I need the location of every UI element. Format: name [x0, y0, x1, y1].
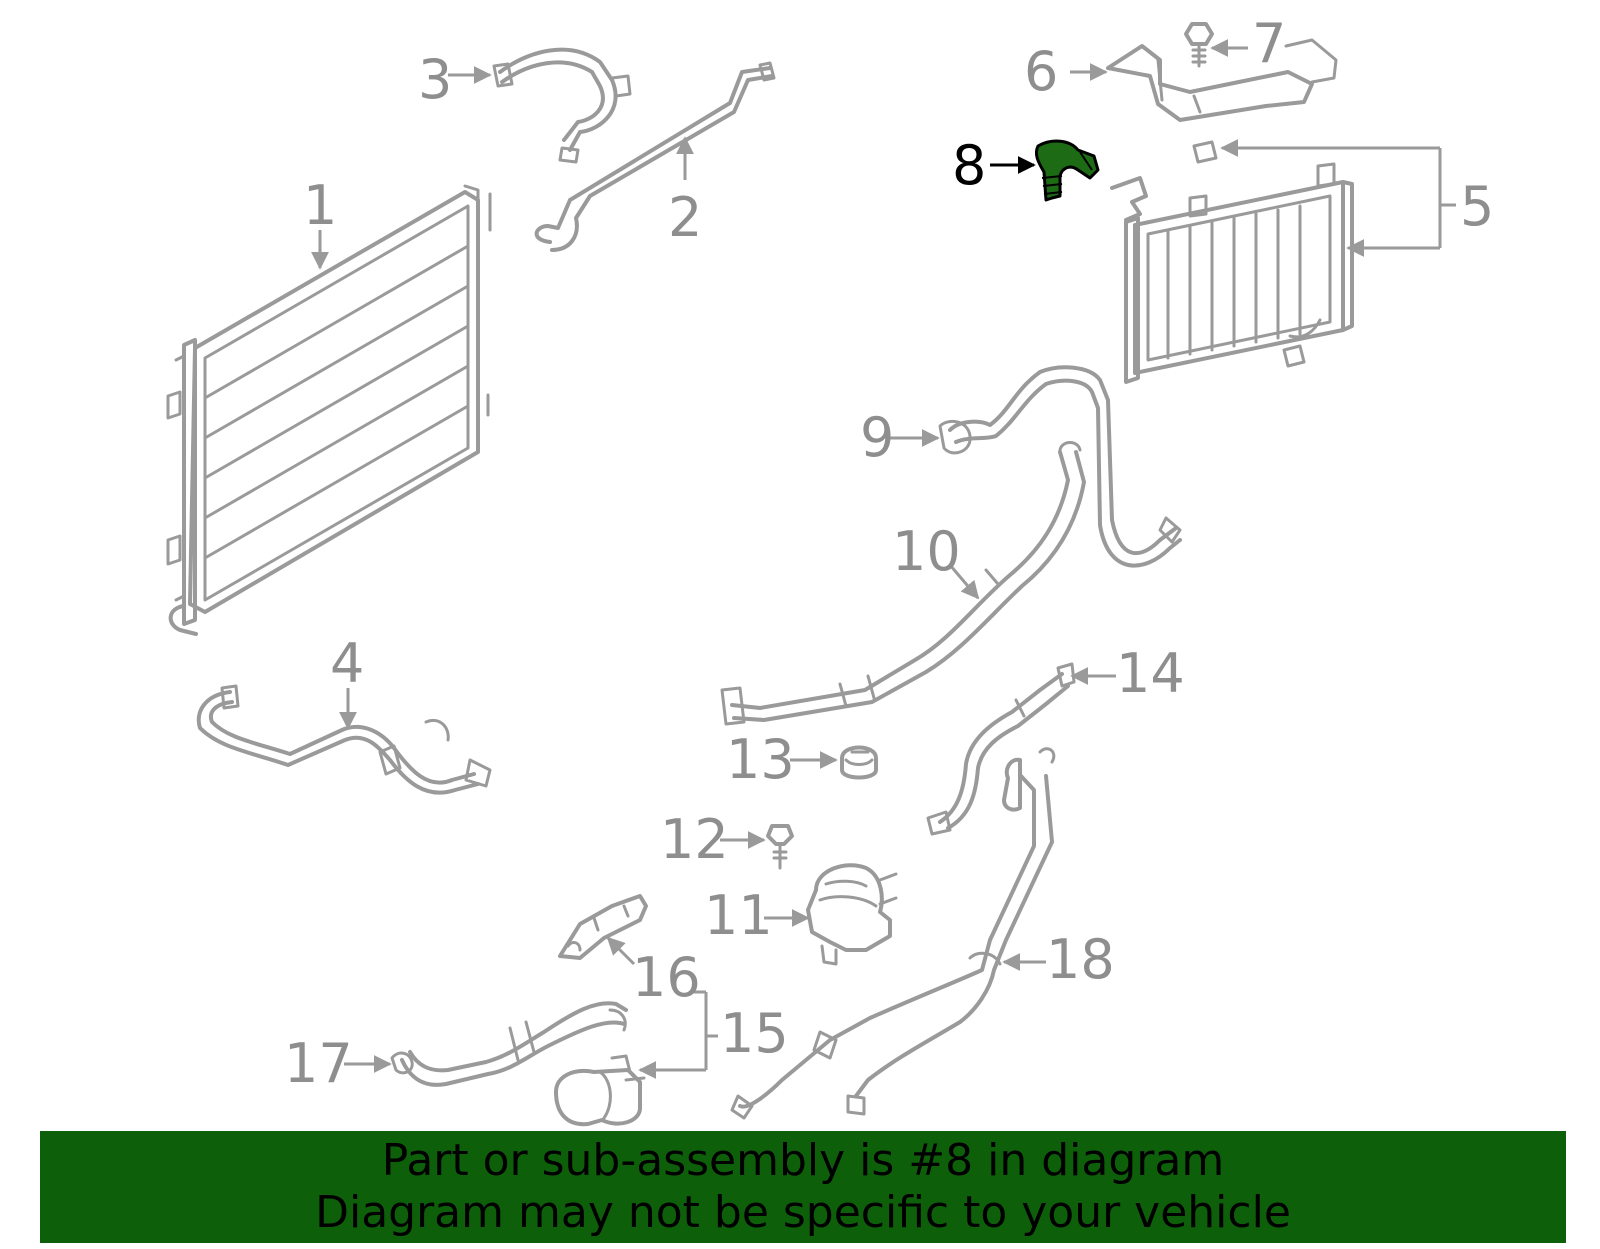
- callout-14: 14: [1116, 642, 1185, 705]
- part-5-heater-core: [1110, 140, 1354, 384]
- info-banner: Part or sub-assembly is #8 in diagram Di…: [40, 1131, 1566, 1243]
- part-11-reservoir: [806, 863, 898, 966]
- callout-18: 18: [1046, 928, 1115, 991]
- callout-7: 7: [1252, 12, 1286, 75]
- callout-3: 3: [418, 48, 452, 111]
- leader-10: [948, 564, 980, 600]
- part-10-hose: [720, 441, 1086, 726]
- part-13-cap: [840, 745, 878, 780]
- callout-15: 15: [720, 1002, 789, 1065]
- callout-8: 8: [952, 134, 986, 197]
- part-3-hose: [492, 47, 632, 164]
- part-6-bracket: [1106, 38, 1338, 122]
- part-14-hose: [926, 662, 1076, 836]
- leader-16: [606, 936, 636, 966]
- part-18-hose: [730, 747, 1056, 1120]
- callout-1: 1: [303, 174, 337, 237]
- callout-10: 10: [892, 520, 961, 583]
- part-4-hose: [196, 684, 492, 795]
- part-7-bolt: [1184, 22, 1214, 68]
- banner-line-disclaimer: Diagram may not be specific to your vehi…: [315, 1187, 1291, 1238]
- part-9-hose: [938, 365, 1182, 568]
- callout-12: 12: [660, 808, 729, 871]
- callout-17: 17: [284, 1032, 353, 1095]
- banner-line-part-number: Part or sub-assembly is #8 in diagram: [381, 1135, 1225, 1186]
- callout-5: 5: [1460, 175, 1494, 238]
- part-8-hose-highlighted: [1034, 139, 1100, 202]
- leader-5: [1220, 139, 1456, 257]
- callout-9: 9: [860, 406, 894, 469]
- part-17-hose: [390, 1001, 628, 1087]
- callout-11: 11: [704, 884, 773, 947]
- callout-2: 2: [668, 186, 702, 249]
- callout-4: 4: [330, 632, 364, 695]
- part-1-radiator: [166, 184, 492, 636]
- callout-6: 6: [1024, 40, 1058, 103]
- part-16-bracket: [558, 894, 648, 960]
- callout-13: 13: [726, 728, 795, 791]
- leader-15: [638, 990, 718, 1079]
- callout-16: 16: [632, 946, 701, 1009]
- part-15-pump: [554, 1054, 646, 1127]
- part-12-bolt: [766, 824, 794, 870]
- part-2-tube: [534, 61, 776, 252]
